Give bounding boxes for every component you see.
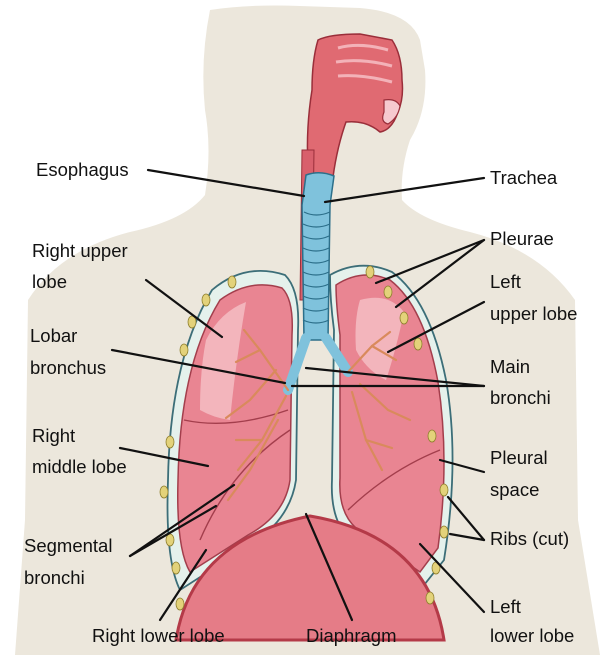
label-left-upper-lobe-line-2: upper lobe	[490, 303, 577, 324]
rib-left	[366, 266, 374, 278]
rib-right	[166, 534, 174, 546]
label-ribs-cut: Ribs (cut)	[490, 528, 569, 549]
label-main-bronchi-line-2: bronchi	[490, 387, 551, 408]
rib-right	[166, 436, 174, 448]
label-pleurae: Pleurae	[490, 228, 554, 249]
label-right-middle-lobe-line-1: Right	[32, 425, 75, 446]
rib-right	[176, 598, 184, 610]
rib-left	[384, 286, 392, 298]
rib-right	[228, 276, 236, 288]
label-right-lower-lobe: Right lower lobe	[92, 625, 225, 646]
rib-left	[428, 430, 436, 442]
label-segmental-bronchi-line-1: Segmental	[24, 535, 112, 556]
label-left-lower-lobe-line-2: lower lobe	[490, 625, 574, 646]
label-trachea: Trachea	[490, 167, 558, 188]
label-left-lower-lobe-line-1: Left	[490, 596, 521, 617]
rib-left	[440, 484, 448, 496]
label-right-middle-lobe-line-2: middle lobe	[32, 456, 127, 477]
rib-left	[426, 592, 434, 604]
label-diaphragm: Diaphragm	[306, 625, 397, 646]
rib-left	[414, 338, 422, 350]
label-segmental-bronchi-line-2: bronchi	[24, 567, 85, 588]
rib-right	[202, 294, 210, 306]
label-esophagus: Esophagus	[36, 159, 129, 180]
label-right-upper-lobe-line-2: lobe	[32, 271, 67, 292]
label-pleural-space-line-2: space	[490, 479, 539, 500]
rib-right	[160, 486, 168, 498]
label-lobar-bronchus-line-1: Lobar	[30, 325, 77, 346]
label-lobar-bronchus-line-2: bronchus	[30, 357, 106, 378]
rib-left	[440, 526, 448, 538]
rib-right	[180, 344, 188, 356]
rib-left	[400, 312, 408, 324]
label-main-bronchi-line-1: Main	[490, 356, 530, 377]
label-right-upper-lobe-line-1: Right upper	[32, 240, 128, 261]
rib-right	[172, 562, 180, 574]
label-left-upper-lobe-line-1: Left	[490, 271, 521, 292]
label-pleural-space-line-1: Pleural	[490, 447, 548, 468]
